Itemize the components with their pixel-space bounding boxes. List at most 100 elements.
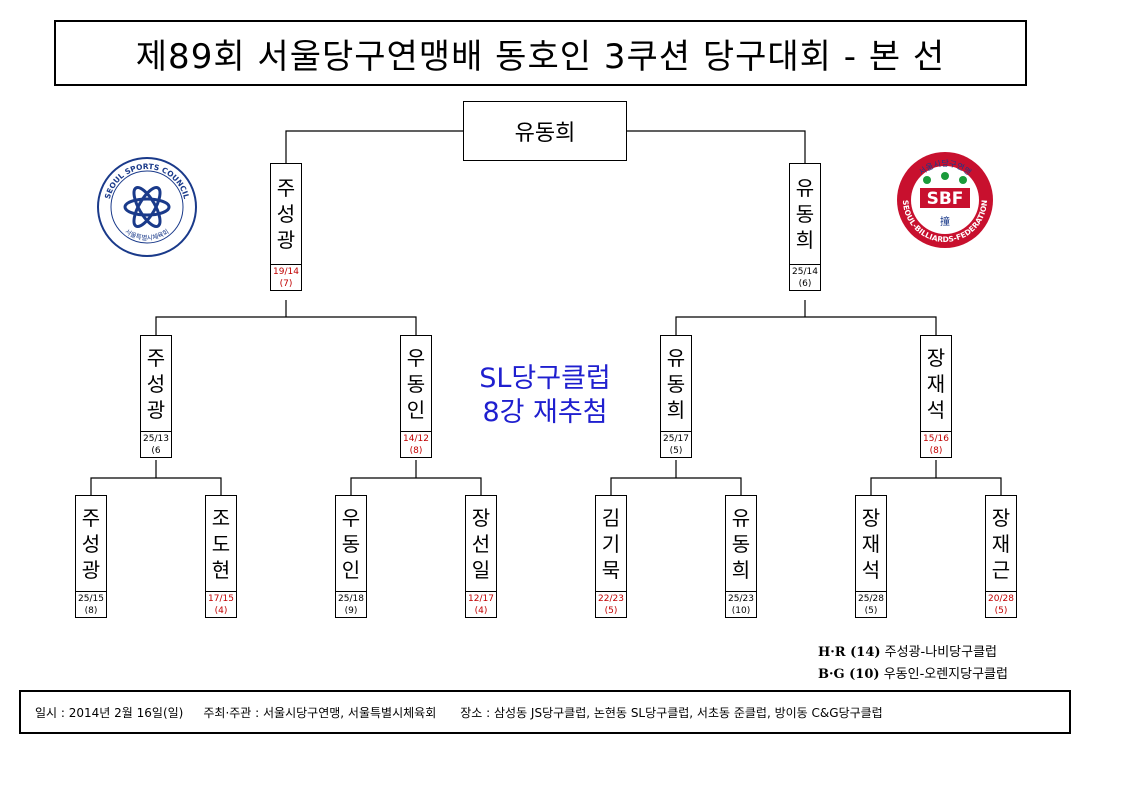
inning-value: (5) bbox=[669, 446, 683, 456]
inning-value: (5) bbox=[604, 606, 618, 616]
score-value: 20/28 bbox=[988, 594, 1014, 604]
player-score: 25/14 (6) bbox=[790, 265, 820, 290]
player-score: 15/16 (8) bbox=[921, 432, 951, 457]
score-value: 12/17 bbox=[468, 594, 494, 604]
qf-connector-3 bbox=[610, 460, 742, 495]
semi-connector-left bbox=[155, 300, 417, 335]
score-value: 25/18 bbox=[338, 594, 364, 604]
player-score: 22/23 (5) bbox=[596, 592, 626, 617]
score-value: 17/15 bbox=[208, 594, 234, 604]
center-note: SL당구클럽 8강 재추첨 bbox=[440, 362, 650, 430]
semi-connector-right bbox=[675, 300, 937, 335]
final-connector-left bbox=[285, 130, 463, 163]
player-score: 19/14 (7) bbox=[271, 265, 301, 290]
award-code: B·G (10) bbox=[818, 667, 880, 682]
event-venue: 장소 : 삼성동 JS당구클럽, 논현동 SL당구클럽, 서초동 준클럽, 방이… bbox=[460, 705, 883, 720]
svg-text:서울특별시체육회: 서울특별시체육회 bbox=[124, 227, 171, 243]
score-value: 15/16 bbox=[923, 434, 949, 444]
svg-text:SBF: SBF bbox=[927, 189, 964, 209]
center-note-line2: 8강 재추첨 bbox=[482, 397, 608, 428]
score-value: 25/28 bbox=[858, 594, 884, 604]
event-info-footer: 일시 : 2014년 2월 16일(일) 주최·주관 : 서울시당구연맹, 서울… bbox=[19, 690, 1071, 734]
final-connector-right bbox=[627, 130, 806, 163]
score-value: 25/15 bbox=[78, 594, 104, 604]
champion-box: 유동희 bbox=[463, 101, 627, 161]
score-value: 25/23 bbox=[728, 594, 754, 604]
player-score: 20/28 (5) bbox=[986, 592, 1016, 617]
inning-value: (4) bbox=[474, 606, 488, 616]
score-value: 22/23 bbox=[598, 594, 624, 604]
player-score: 17/15 (4) bbox=[206, 592, 236, 617]
qf-connector-1 bbox=[90, 460, 222, 495]
tournament-title: 제89회 서울당구연맹배 동호인 3쿠션 당구대회 - 본 선 bbox=[54, 20, 1027, 86]
player-score: 14/12 (8) bbox=[401, 432, 431, 457]
award-high-run: H·R (14) 주성광-나비당구클럽 bbox=[818, 642, 1008, 664]
inning-value: (5) bbox=[994, 606, 1008, 616]
inning-value: (8) bbox=[409, 446, 423, 456]
score-value: 25/14 bbox=[792, 267, 818, 277]
inning-value: (4) bbox=[214, 606, 228, 616]
player-score: 25/28 (5) bbox=[856, 592, 886, 617]
player-score: 25/23 (10) bbox=[726, 592, 756, 617]
score-value: 14/12 bbox=[403, 434, 429, 444]
awards-list: H·R (14) 주성광-나비당구클럽 B·G (10) 우동인-오렌지당구클럽 bbox=[818, 642, 1008, 686]
player-score: 25/18 (9) bbox=[336, 592, 366, 617]
inning-value: (6 bbox=[151, 446, 161, 456]
player-score: 25/13 (6 bbox=[141, 432, 171, 457]
inning-value: (6) bbox=[798, 279, 812, 289]
player-score: 25/15 (8) bbox=[76, 592, 106, 617]
inning-value: (8) bbox=[84, 606, 98, 616]
center-note-line1: SL당구클럽 bbox=[479, 363, 611, 394]
qf-connector-2 bbox=[350, 460, 482, 495]
seoul-billiards-federation-logo: SEOUL-BILLIARDS-FEDERATION 서울시당구연맹 SBF 撞 bbox=[890, 150, 1000, 254]
svg-text:撞: 撞 bbox=[940, 215, 950, 228]
seoul-sports-council-logo: SEOUL SPORTS COUNCIL 서울특별시체육회 bbox=[96, 156, 198, 262]
event-host: 주최·주관 : 서울시당구연맹, 서울특별시체육회 bbox=[203, 705, 437, 720]
event-date: 일시 : 2014년 2월 16일(일) bbox=[35, 705, 184, 720]
inning-value: (8) bbox=[929, 446, 943, 456]
player-score: 25/17 (5) bbox=[661, 432, 691, 457]
inning-value: (9) bbox=[344, 606, 358, 616]
score-value: 25/17 bbox=[663, 434, 689, 444]
award-text: 주성광-나비당구클럽 bbox=[884, 645, 998, 660]
inning-value: (10) bbox=[731, 606, 751, 616]
inning-value: (5) bbox=[864, 606, 878, 616]
qf-connector-4 bbox=[870, 460, 1002, 495]
award-text: 우동인-오렌지당구클럽 bbox=[883, 667, 1008, 682]
award-best-game: B·G (10) 우동인-오렌지당구클럽 bbox=[818, 664, 1008, 686]
score-value: 19/14 bbox=[273, 267, 299, 277]
award-code: H·R (14) bbox=[818, 645, 881, 660]
inning-value: (7) bbox=[279, 279, 293, 289]
player-score: 12/17 (4) bbox=[466, 592, 496, 617]
score-value: 25/13 bbox=[143, 434, 169, 444]
